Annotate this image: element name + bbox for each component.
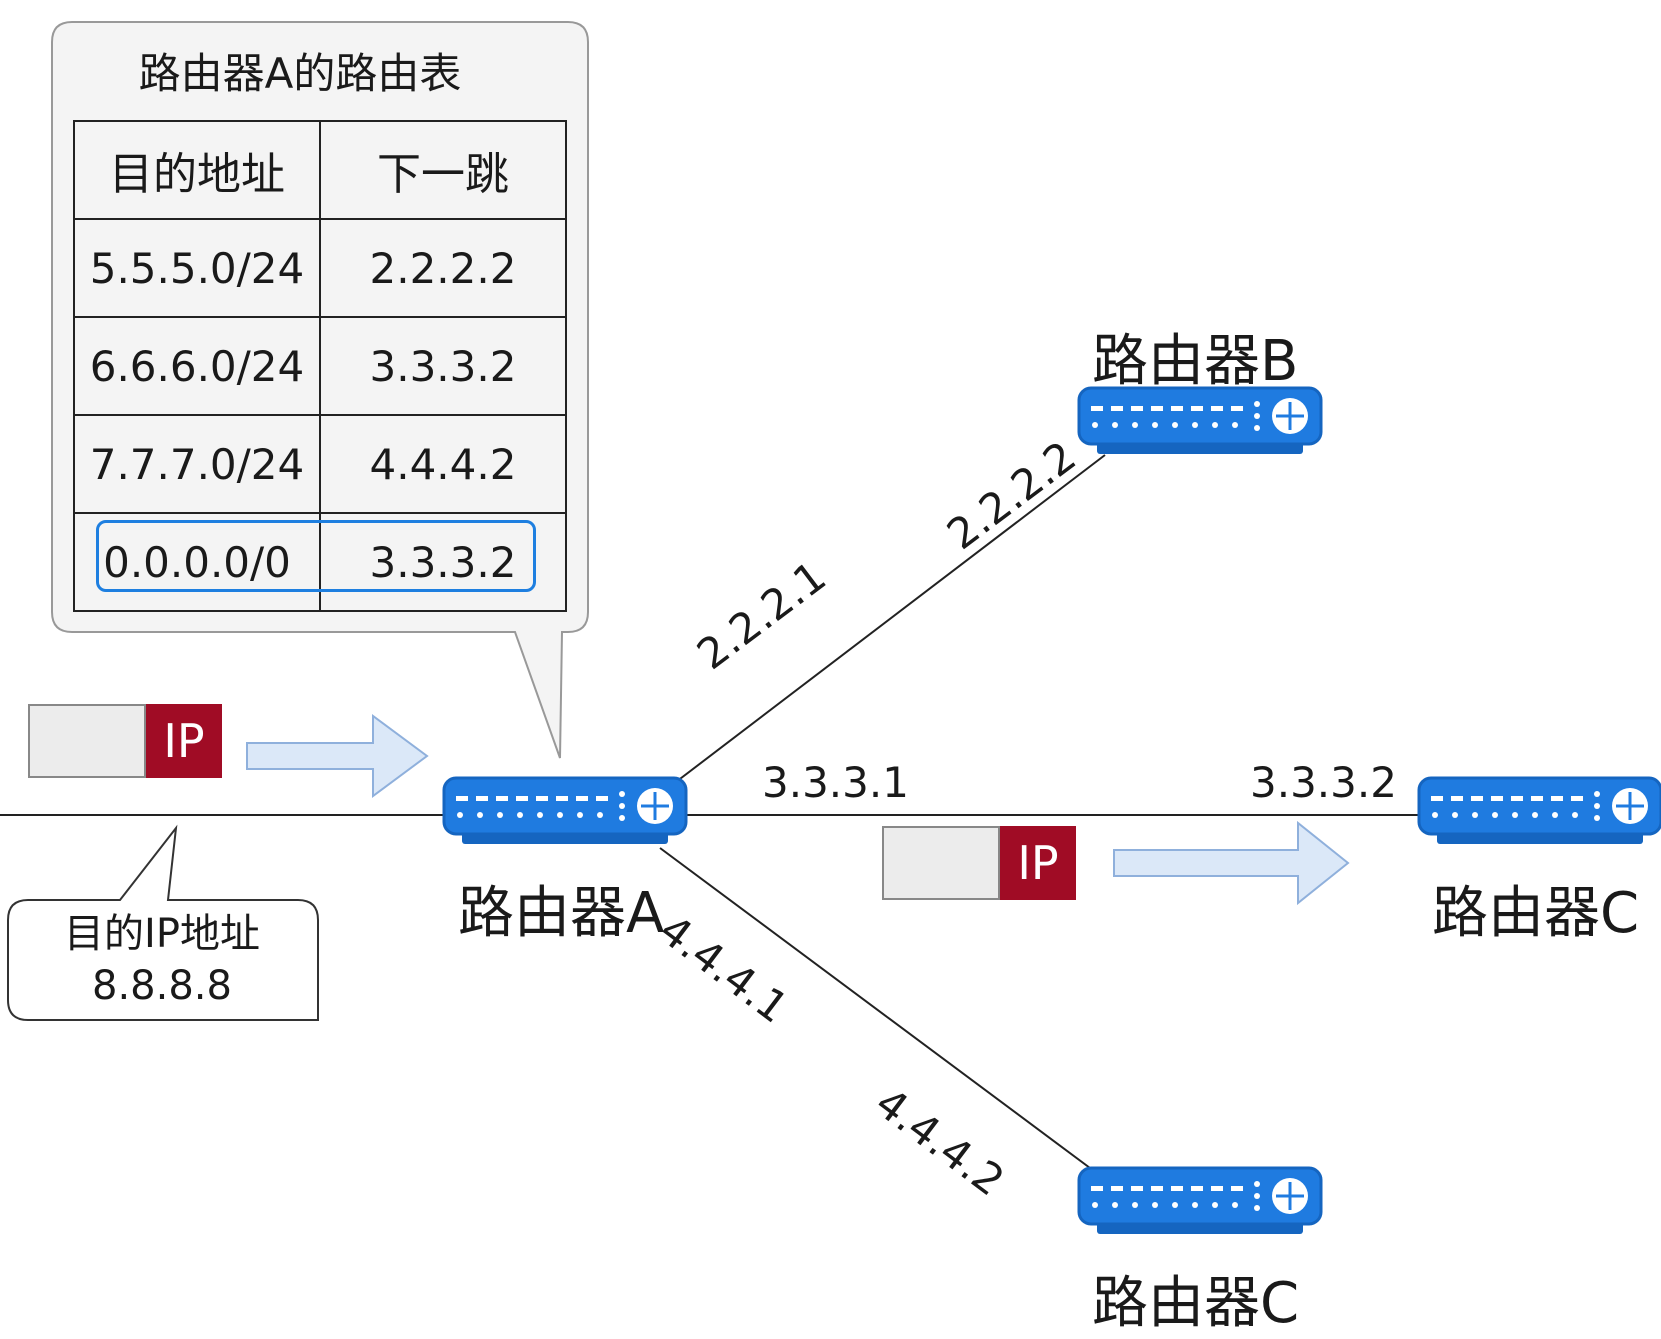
router-c-right-label: 路由器C bbox=[1432, 881, 1640, 946]
interface-c-side: 3.3.3.2 bbox=[1250, 758, 1397, 807]
table-row: 7.7.7.0/24 4.4.4.2 bbox=[73, 414, 567, 514]
cell-destination: 5.5.5.0/24 bbox=[73, 218, 321, 318]
cell-next-hop: 3.3.3.2 bbox=[319, 512, 567, 612]
link-a-to-c2 bbox=[659, 847, 1091, 1169]
right-arrow-icon bbox=[1113, 820, 1350, 906]
destination-callout-bubble bbox=[7, 824, 319, 1021]
interface-a-to-c: 3.3.3.1 bbox=[762, 758, 909, 807]
packet-ip-header: IP bbox=[1000, 826, 1076, 900]
header-next-hop: 下一跳 bbox=[319, 120, 567, 220]
packet-ip-header: IP bbox=[146, 704, 222, 778]
right-arrow-icon bbox=[246, 714, 429, 798]
cell-destination: 6.6.6.0/24 bbox=[73, 316, 321, 416]
cell-next-hop: 2.2.2.2 bbox=[319, 218, 567, 318]
link-a-to-b bbox=[671, 454, 1106, 786]
cell-next-hop: 4.4.4.2 bbox=[319, 414, 567, 514]
packet-payload bbox=[28, 704, 146, 778]
table-row-default-route: 0.0.0.0/0 3.3.3.2 bbox=[73, 512, 567, 612]
router-icon[interactable] bbox=[1075, 1162, 1325, 1242]
table-row: 6.6.6.0/24 3.3.3.2 bbox=[73, 316, 567, 416]
router-icon[interactable] bbox=[1415, 772, 1661, 852]
cell-destination: 0.0.0.0/0 bbox=[73, 512, 321, 612]
header-destination: 目的地址 bbox=[73, 120, 321, 220]
cell-next-hop: 3.3.3.2 bbox=[319, 316, 567, 416]
routing-table-title: 路由器A的路由表 bbox=[138, 49, 462, 98]
destination-address: 8.8.8.8 bbox=[92, 963, 232, 1009]
router-icon[interactable] bbox=[440, 772, 690, 852]
router-b-label: 路由器B bbox=[1092, 329, 1299, 394]
packet-payload bbox=[882, 826, 1000, 900]
destination-ip-text: 目的IP地址 8.8.8.8 bbox=[10, 908, 314, 1012]
routing-table: 目的地址 下一跳 5.5.5.0/24 2.2.2.2 6.6.6.0/24 3… bbox=[73, 120, 567, 612]
router-c-bottom-label: 路由器C bbox=[1092, 1271, 1300, 1336]
table-row: 5.5.5.0/24 2.2.2.2 bbox=[73, 218, 567, 318]
ip-packet-outgoing: IP bbox=[882, 826, 1076, 900]
router-a-label: 路由器A bbox=[458, 881, 665, 946]
ip-packet-incoming: IP bbox=[28, 704, 222, 778]
table-header-row: 目的地址 下一跳 bbox=[73, 120, 567, 220]
cell-destination: 7.7.7.0/24 bbox=[73, 414, 321, 514]
default-route-highlight bbox=[96, 520, 536, 592]
destination-label: 目的IP地址 bbox=[64, 911, 260, 957]
